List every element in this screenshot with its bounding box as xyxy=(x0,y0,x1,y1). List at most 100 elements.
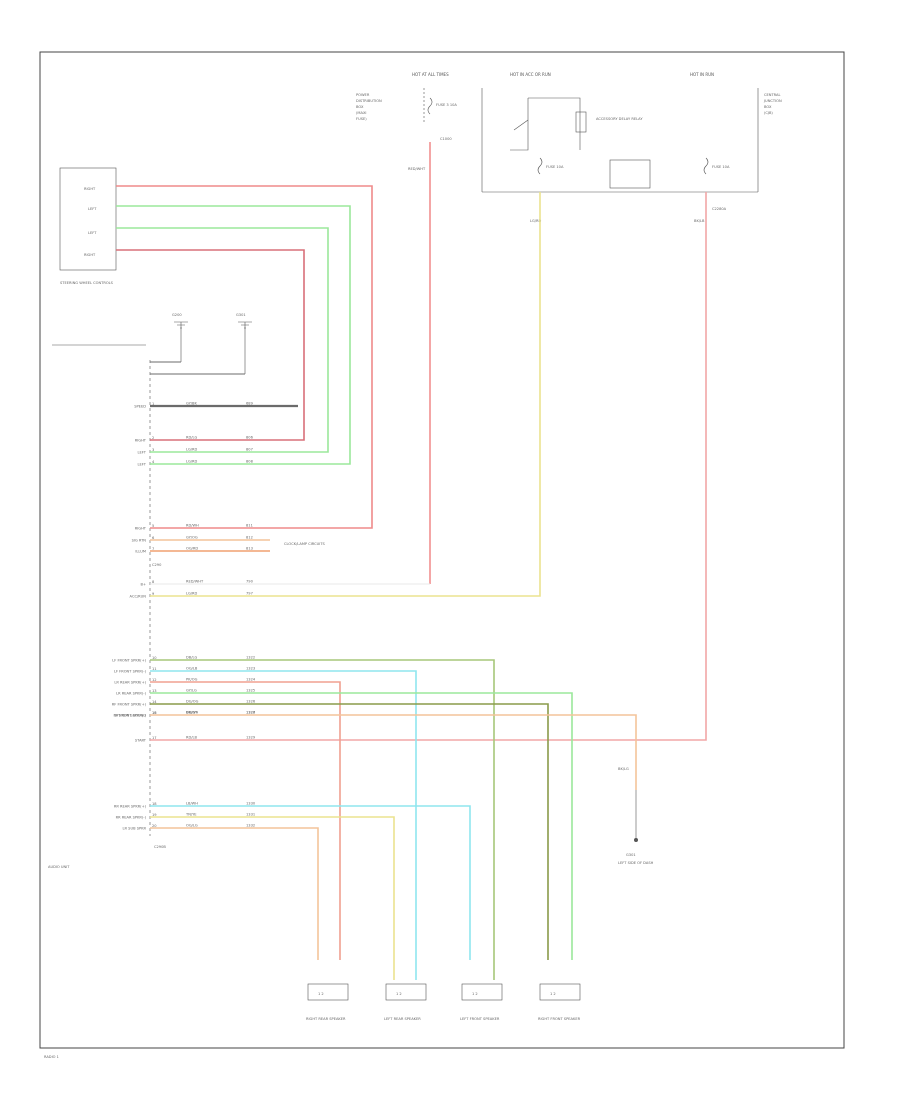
fuse-right-line-3: BOX xyxy=(764,105,772,109)
pin-number: 14 xyxy=(152,700,157,704)
wire-switch-right-darkred xyxy=(116,249,305,441)
pin-wire-code: GY/LG xyxy=(186,689,197,693)
pin-wire-code: OG/RD xyxy=(186,547,198,551)
pin-number: 13 xyxy=(152,689,157,693)
wire-lr-sub xyxy=(150,827,319,960)
wire-rf-front-pos xyxy=(150,703,549,960)
pin-label: LR REAR SPKR(+) xyxy=(114,681,146,685)
pin-wire-code: RD/LG xyxy=(186,436,197,440)
fuse-center-title: HOT IN ACC OR RUN xyxy=(510,72,551,77)
speaker-rf-pins: 1 2 xyxy=(550,992,556,996)
pin-wire-code: OG/LB xyxy=(186,667,198,671)
pin-label: RR REAR SPKR(-) xyxy=(116,816,147,820)
pin-circuit: 1328 xyxy=(246,711,256,715)
pin-circuit: 1323 xyxy=(246,667,255,671)
speaker-lf-pins: 1 2 xyxy=(472,992,478,996)
pin-wire-code: LG/RD xyxy=(186,448,197,452)
pin-number: 20 xyxy=(152,824,157,828)
pin-number: 16 xyxy=(152,711,157,715)
aux-note: CLOCK/LAMP CIRCUITS xyxy=(284,542,326,546)
fuse-center-wire: LG/RD xyxy=(530,219,541,223)
pin-wire-code: TN/YE xyxy=(185,813,197,817)
pin-wire-code: LG/RD xyxy=(186,460,197,464)
pin-number: 19 xyxy=(152,813,157,817)
footer-label: RADIO 1 xyxy=(44,1055,59,1059)
pin-row: LEFT 4 LG/RD 808 xyxy=(138,460,254,467)
speaker-rr-pins: 1 2 xyxy=(318,992,324,996)
fuse-left-title: HOT AT ALL TIMES xyxy=(412,72,449,77)
pin-circuit: 811 xyxy=(246,524,253,528)
switch-row-1: RIGHT xyxy=(84,187,96,191)
pin-row: RF FRONT SPKR(-) 15 DB/GY 1327 xyxy=(113,711,255,718)
speaker-lr-name: LEFT REAR SPEAKER xyxy=(384,1017,421,1021)
pin-number: 4 xyxy=(152,460,155,464)
pin-label: SYSTEM GROUND xyxy=(114,714,146,718)
pin-label: LR SUB SPKR xyxy=(123,827,147,831)
diagram-frame xyxy=(39,51,845,1049)
wire-system-ground xyxy=(150,714,637,790)
pin-circuit: 1324 xyxy=(246,678,256,682)
pin-number: 2 xyxy=(152,436,154,440)
speaker-lr-pins: 1 2 xyxy=(396,992,402,996)
ground-point-caption: LEFT SIDE OF DASH xyxy=(618,861,654,865)
pin-label: RIGHT xyxy=(135,527,147,531)
fuse-right-line-4: (CJB) xyxy=(764,111,773,115)
pin-wire-code: GY/OG xyxy=(186,536,198,540)
pin-wire-code: RED/WHT xyxy=(186,580,204,584)
pin-wire-code: DB/GY xyxy=(186,711,198,715)
pin-circuit: 797 xyxy=(246,592,253,596)
wire-switch-left-green-1 xyxy=(116,205,351,465)
pin-label: B+ xyxy=(141,583,146,587)
speaker-rr-box xyxy=(307,983,349,1001)
switch-box-caption: STEERING WHEEL CONTROLS xyxy=(60,281,114,285)
speaker-left-front: 1 2 LEFT FRONT SPEAKER xyxy=(460,983,503,1021)
wire-accrun xyxy=(150,192,541,597)
pin-circuit: 1327 xyxy=(246,711,255,715)
pin-label: LEFT xyxy=(138,463,147,467)
switch-box-frame xyxy=(59,167,117,271)
pin-label: ILLUM xyxy=(135,550,146,554)
pin-circuit: 808 xyxy=(246,460,254,464)
pin-wire-code: DG/OG xyxy=(186,700,199,704)
speaker-rf-box xyxy=(539,983,581,1001)
fuse-panel-center: HOT IN ACC OR RUN ACCESSORY DELAY RELAY … xyxy=(481,72,759,223)
fuse-right-line-1: CENTRAL xyxy=(764,93,780,97)
wire-lr-rear-neg xyxy=(150,692,573,960)
pin-number: 15 xyxy=(152,711,157,715)
speaker-lf-name: LEFT FRONT SPEAKER xyxy=(460,1017,500,1021)
pin-circuit: 807 xyxy=(246,448,253,452)
speaker-lr-box xyxy=(385,983,427,1001)
pin-label: RF FRONT SPKR(-) xyxy=(113,714,146,718)
fuse-left-line-3: BOX xyxy=(356,105,364,109)
fuse-left-fuse: FUSE 3 10A xyxy=(436,103,457,107)
pin-label: SPEED xyxy=(134,405,146,409)
pin-number: 7 xyxy=(152,547,154,551)
fuse-right-pin: C2280A xyxy=(712,207,727,211)
speaker-left-rear: 1 2 LEFT REAR SPEAKER xyxy=(384,983,427,1021)
pin-circuit: 1332 xyxy=(246,824,255,828)
pin-wire-code: GY/BK xyxy=(186,402,197,406)
pin-wire-code: RD/LB xyxy=(186,736,197,740)
pin-wire-code: PK/OG xyxy=(186,678,198,682)
pin-circuit: 1322 xyxy=(246,656,255,660)
wire-harness xyxy=(116,142,707,980)
pin-row: LR SUB SPKR 20 OG/LG 1332 xyxy=(123,824,256,831)
fuse-right-symbol xyxy=(703,157,709,175)
pin-number: 11 xyxy=(152,667,157,671)
ground-g301-top: G301 xyxy=(236,313,252,374)
audio-unit: C290 C290B AUDIO UNIT CLOCK/LAMP CIRCUIT… xyxy=(48,360,326,869)
pin-wire-code: OG/LG xyxy=(186,824,198,828)
fuse-left-line-2: DISTRIBUTION xyxy=(356,99,382,103)
pin-circuit: 1326 xyxy=(246,700,256,704)
fuse-left-symbol xyxy=(427,97,433,115)
